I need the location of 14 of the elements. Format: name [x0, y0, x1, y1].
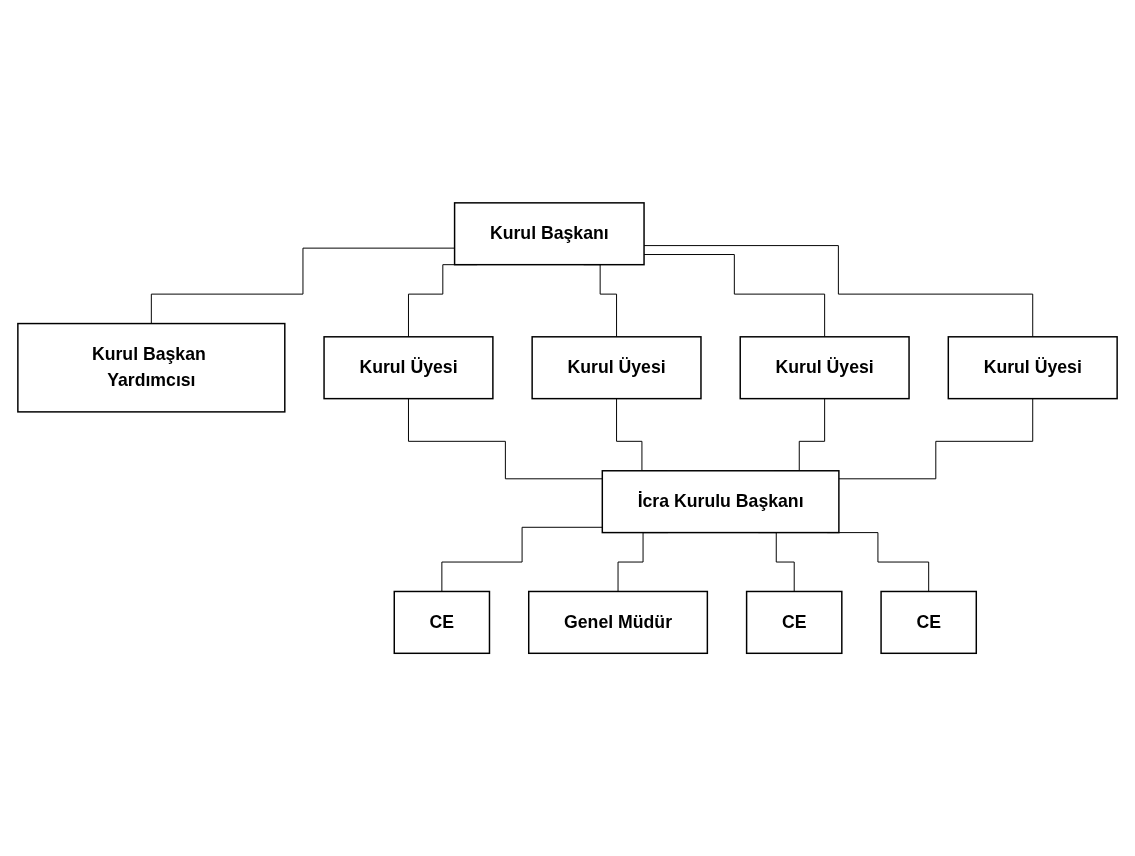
node-box: CE [880, 590, 977, 654]
connector [838, 398, 1034, 480]
node-box: Kurul Üyesi [531, 336, 702, 400]
node-box: Kurul Başkan Yardımcısı [17, 322, 286, 413]
node-box: Kurul Üyesi [739, 336, 910, 400]
connector [408, 398, 603, 480]
node-box: CE [393, 590, 491, 654]
node-box: Kurul Başkanı [453, 202, 645, 266]
node-box: Kurul Üyesi [323, 336, 494, 400]
node-box: Genel Müdür [528, 590, 709, 654]
node-box: İcra Kurulu Başkanı [601, 469, 840, 534]
connector [441, 526, 603, 592]
node-box: Kurul Üyesi [947, 336, 1118, 400]
node-box: CE [745, 590, 843, 654]
